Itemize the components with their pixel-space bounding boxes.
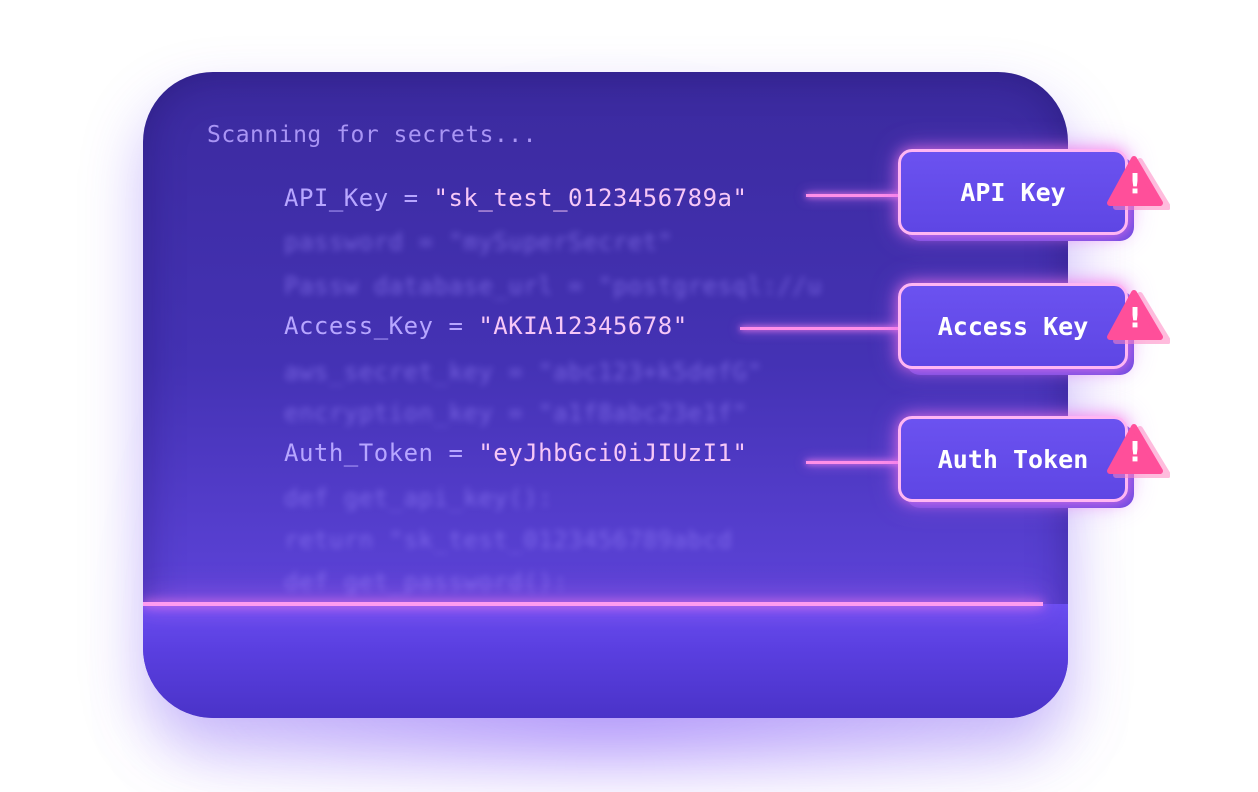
code-key: API_Key bbox=[284, 184, 389, 212]
code-key: Access_Key bbox=[284, 312, 434, 340]
code-line-blurred: def get_api_key(): bbox=[284, 484, 554, 512]
scan-line bbox=[143, 602, 1043, 606]
connector-access-key bbox=[740, 327, 900, 330]
badge-label: Auth Token bbox=[898, 416, 1128, 502]
panel-bottom-face bbox=[143, 604, 1068, 718]
badge-api-key: API Key bbox=[898, 149, 1134, 241]
badge-label: Access Key bbox=[898, 283, 1128, 369]
code-line-api-key: API_Key = "sk_test_0123456789a" bbox=[284, 184, 747, 212]
badge-auth-token: Auth Token bbox=[898, 416, 1134, 508]
warning-triangle-icon: ! bbox=[1107, 424, 1170, 478]
connector-api-key bbox=[806, 194, 900, 197]
code-line-blurred: Passw database_url = "postgresql://u bbox=[284, 272, 823, 300]
warning-triangle-icon: ! bbox=[1107, 156, 1170, 210]
code-value: "sk_test_0123456789a" bbox=[433, 184, 748, 212]
code-equals: = bbox=[433, 312, 479, 340]
connector-auth-token bbox=[806, 461, 900, 464]
scan-status-text: Scanning for secrets... bbox=[207, 122, 537, 148]
warning-exclamation: ! bbox=[1129, 435, 1142, 468]
badge-access-key: Access Key bbox=[898, 283, 1134, 375]
code-line-access-key: Access_Key = "AKIA12345678" bbox=[284, 312, 688, 340]
warning-exclamation: ! bbox=[1129, 301, 1142, 334]
code-equals: = bbox=[433, 439, 479, 467]
code-key: Auth_Token bbox=[284, 439, 434, 467]
code-value: "AKIA12345678" bbox=[478, 312, 688, 340]
warning-exclamation: ! bbox=[1129, 167, 1142, 200]
badge-label: API Key bbox=[898, 149, 1128, 235]
warning-triangle-icon: ! bbox=[1107, 290, 1170, 344]
code-equals: = bbox=[388, 184, 434, 212]
code-line-blurred: return "sk_test_0123456789abcd bbox=[284, 526, 733, 554]
code-line-blurred: encryption_key = "a1f8abc23e1f" bbox=[284, 399, 748, 427]
code-line-blurred: def get_password(): bbox=[284, 568, 569, 596]
code-line-auth-token: Auth_Token = "eyJhbGci0iJIUzI1" bbox=[284, 439, 747, 467]
code-view: Scanning for secrets... API_Key = "sk_te… bbox=[143, 72, 1068, 718]
code-line-blurred: password = "mySuperSecret" bbox=[284, 228, 673, 256]
code-line-blurred: aws_secret_key = "abc123+k5defG" bbox=[284, 358, 763, 386]
code-value: "eyJhbGci0iJIUzI1" bbox=[478, 439, 748, 467]
